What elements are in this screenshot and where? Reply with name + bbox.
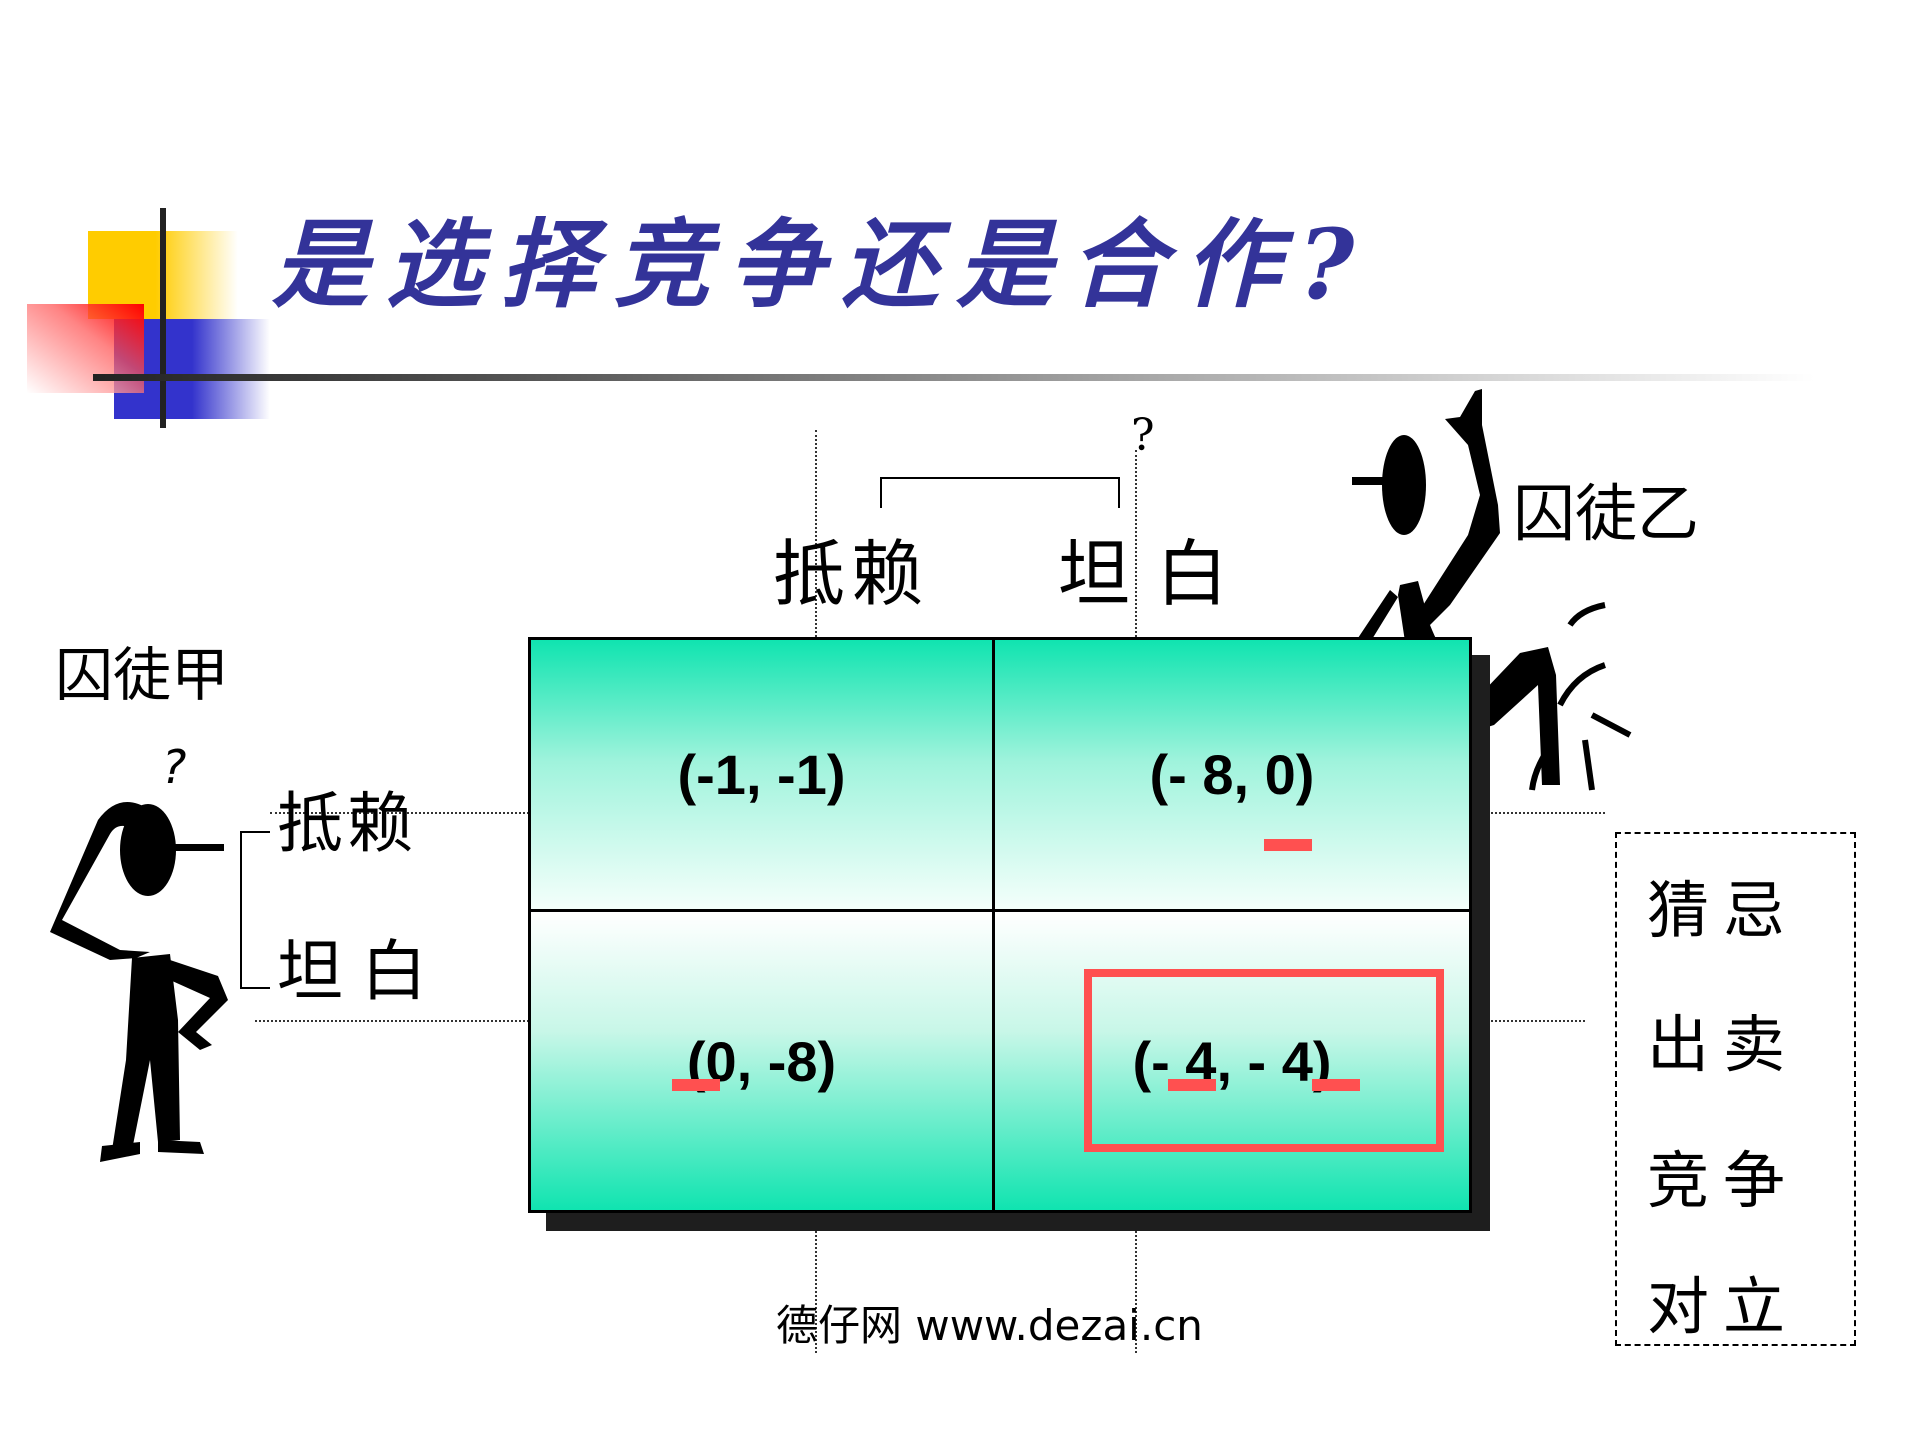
side-note: 竞争 bbox=[1647, 1144, 1800, 1217]
side-note: 猜忌 bbox=[1647, 874, 1800, 947]
matrix-row-divider bbox=[531, 909, 1469, 912]
matrix-cell-deny-deny: (-1, -1) bbox=[531, 640, 992, 909]
column-player-label: 囚徒乙 bbox=[1513, 477, 1700, 550]
best-response-underline bbox=[1168, 1079, 1216, 1091]
row-player-label: 囚徒甲 bbox=[55, 641, 230, 709]
thinking-stick-figure-icon bbox=[50, 802, 228, 1162]
question-mark-column-player: ? bbox=[1131, 410, 1155, 461]
best-response-underline bbox=[1264, 839, 1312, 851]
side-note: 对立 bbox=[1647, 1270, 1800, 1343]
column-strategy-bracket bbox=[880, 477, 1120, 508]
side-note: 出卖 bbox=[1647, 1008, 1800, 1081]
nash-equilibrium-highlight-box bbox=[1084, 969, 1444, 1152]
matrix-cell-confess-confess: (- 4, - 4) bbox=[995, 912, 1469, 1210]
payoff-matrix: (-1, -1) (- 8, 0) (0, -8) (- 4, - 4) bbox=[528, 637, 1472, 1213]
footer-watermark: 德仔网 www.dezai.cn bbox=[776, 1301, 1203, 1350]
column-strategy-confess: 坦白 bbox=[1058, 532, 1255, 616]
side-notes-box: 猜忌 出卖 竞争 对立 bbox=[1615, 832, 1856, 1346]
column-strategy-deny: 抵赖 bbox=[773, 532, 930, 616]
row-strategy-confess: 坦白 bbox=[277, 933, 445, 1010]
slide-title: 是选择竞争还是合作? bbox=[272, 208, 1373, 321]
matrix-cell-deny-confess: (- 8, 0) bbox=[995, 640, 1469, 909]
decor-vertical-bar bbox=[160, 208, 166, 428]
row-strategy-bracket bbox=[240, 831, 270, 989]
question-mark-row-player: ? bbox=[162, 740, 187, 794]
matrix-column-divider bbox=[992, 640, 995, 1210]
title-underline-bar bbox=[93, 374, 1815, 381]
row-strategy-deny: 抵赖 bbox=[277, 785, 417, 862]
best-response-underline bbox=[672, 1079, 720, 1091]
matrix-cell-confess-deny: (0, -8) bbox=[531, 912, 992, 1210]
best-response-underline bbox=[1312, 1079, 1360, 1091]
